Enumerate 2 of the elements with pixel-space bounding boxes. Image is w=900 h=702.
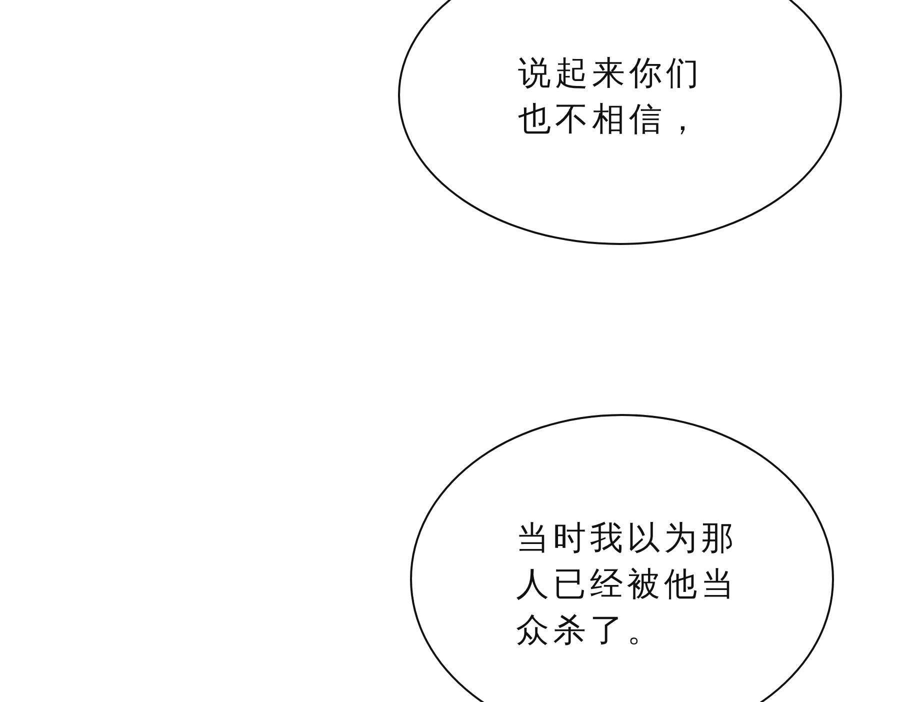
dialogue-text: 说起来你们也不相信， [518, 52, 704, 140]
dialogue-text: 当时我以为那人已经被他当众杀了。 [516, 517, 739, 651]
